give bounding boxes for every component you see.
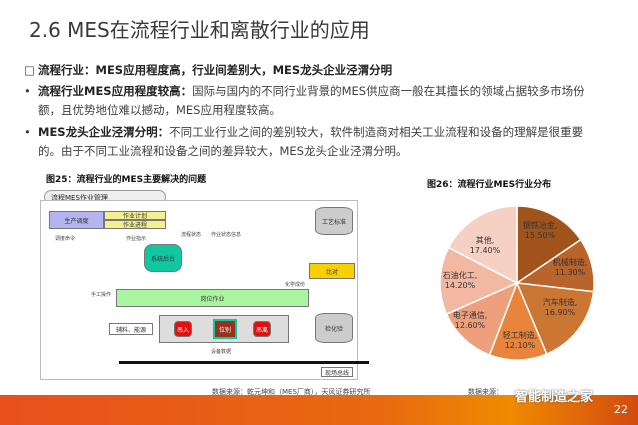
bullet-marker: • xyxy=(24,125,31,139)
industry-pie-chart: 钢铁冶金,15.50%机械制造,11.30%汽车制造,16.90%轻工制造,12… xyxy=(439,205,595,361)
pie-slice-4 xyxy=(445,281,519,356)
bullet-bold: 流程行业：MES应用程度高，行业间差别大，MES龙头企业泾渭分明 xyxy=(38,63,393,77)
pie-slice-3 xyxy=(488,280,548,361)
pie-slice-2 xyxy=(515,282,595,356)
node-field: 现场总线 xyxy=(321,367,353,377)
pie-value-label: 16.90% xyxy=(545,308,576,317)
bullet-heading: □流程行业：MES应用程度高，行业间差别大，MES龙头企业泾渭分明 xyxy=(24,62,392,78)
bullet-text-cont: 额，且优势地位难以撼动，MES应用程度较高。 xyxy=(38,103,281,117)
fig26-source: 数据来源： xyxy=(468,388,503,396)
node-process-std: 工艺标准 xyxy=(315,207,353,235)
node-pos: 位别 xyxy=(213,319,237,339)
device-bus xyxy=(119,361,369,364)
pie-category-label: 轻工制造, xyxy=(503,330,538,340)
label-instr: 作业指示 xyxy=(126,236,147,242)
pie-category-label: 电子通信, xyxy=(453,310,488,320)
checkbox-marker: □ xyxy=(24,63,35,77)
bullet-text: 不同工业行业之间的差别较大，软件制造商对相关工业流程和设备的理解是很重要 xyxy=(169,125,584,139)
fig25-source: 数据来源：乾元坤和（MES厂商），天风证券研究所 xyxy=(212,388,371,396)
mes-process-diagram: 生产调度 作业计划 作业进程 系统后台 工艺标准 比对 岗位作业 检化验 吊入 … xyxy=(40,200,369,380)
fig26-caption: 图26：流程行业MES行业分布 xyxy=(427,180,552,190)
pie-value-label: 14.20% xyxy=(445,281,476,290)
bullet-text: 国际与国内的不同行业背景的MES供应商一般在其擅长的领域占据较多市场份 xyxy=(192,84,585,98)
node-out: 吊离 xyxy=(253,321,271,337)
pie-value-label: 11.30% xyxy=(555,268,586,277)
node-aux: 辅料、能源 xyxy=(109,323,153,335)
fig25-caption: 图25：流程行业的MES主要解决的问题 xyxy=(46,175,207,185)
page-title: 2.6 MES在流程行业和离散行业的应用 xyxy=(29,18,370,42)
pie-category-label: 钢铁冶金, xyxy=(523,220,558,230)
bullet-1: • 流程行业MES应用程度较高：国际与国内的不同行业背景的MES供应商一般在其擅长… xyxy=(24,83,585,99)
pie-value-label: 15.50% xyxy=(525,231,556,240)
node-lab: 检化验 xyxy=(315,313,353,343)
node-compare: 比对 xyxy=(309,263,355,279)
bullet-bold: MES龙头企业泾渭分明： xyxy=(38,125,170,139)
label-cmd: 调度命令 xyxy=(55,236,76,242)
node-plan: 作业计划 xyxy=(104,211,166,220)
node-post: 岗位作业 xyxy=(116,289,309,307)
label-chem: 化学成份 xyxy=(285,282,306,288)
label-status: 作业状态信息 xyxy=(211,232,242,238)
pie-value-label: 12.60% xyxy=(455,321,486,330)
label-equip: 设备数据 xyxy=(211,349,232,355)
pie-category-label: 汽车制造, xyxy=(543,297,578,307)
node-progress: 作业进程 xyxy=(104,220,166,229)
bullet-text-cont: 的。由于不同工业流程和设备之间的差异较大，MES龙头企业泾渭分明。 xyxy=(38,144,408,158)
pie-category-label: 机械制造, xyxy=(553,257,588,267)
pie-category-label: 其他, xyxy=(476,235,495,245)
node-dispatch: 生产调度 xyxy=(49,211,104,229)
footer-bar xyxy=(0,395,638,425)
node-in: 吊入 xyxy=(174,321,192,337)
label-manual: 手工操作 xyxy=(91,292,112,298)
pie-value-label: 12.10% xyxy=(505,341,536,350)
bullet-2: • MES龙头企业泾渭分明：不同工业行业之间的差别较大，软件制造商对相关工业流程和… xyxy=(24,124,583,140)
pie-value-label: 17.40% xyxy=(470,246,501,255)
bullet-marker: • xyxy=(24,84,31,98)
watermark: 智能制造之家 xyxy=(515,390,594,405)
pie-slice-5 xyxy=(439,246,519,316)
pie-slice-0 xyxy=(516,205,582,285)
node-backend: 系统后台 xyxy=(144,244,182,272)
label-flow: 流程状态 xyxy=(181,232,202,238)
page-number: 22 xyxy=(614,403,628,416)
pie-category-label: 石油化工, xyxy=(443,270,478,280)
bullet-bold: 流程行业MES应用程度较高： xyxy=(38,84,193,98)
pie-slice-6 xyxy=(447,205,518,285)
